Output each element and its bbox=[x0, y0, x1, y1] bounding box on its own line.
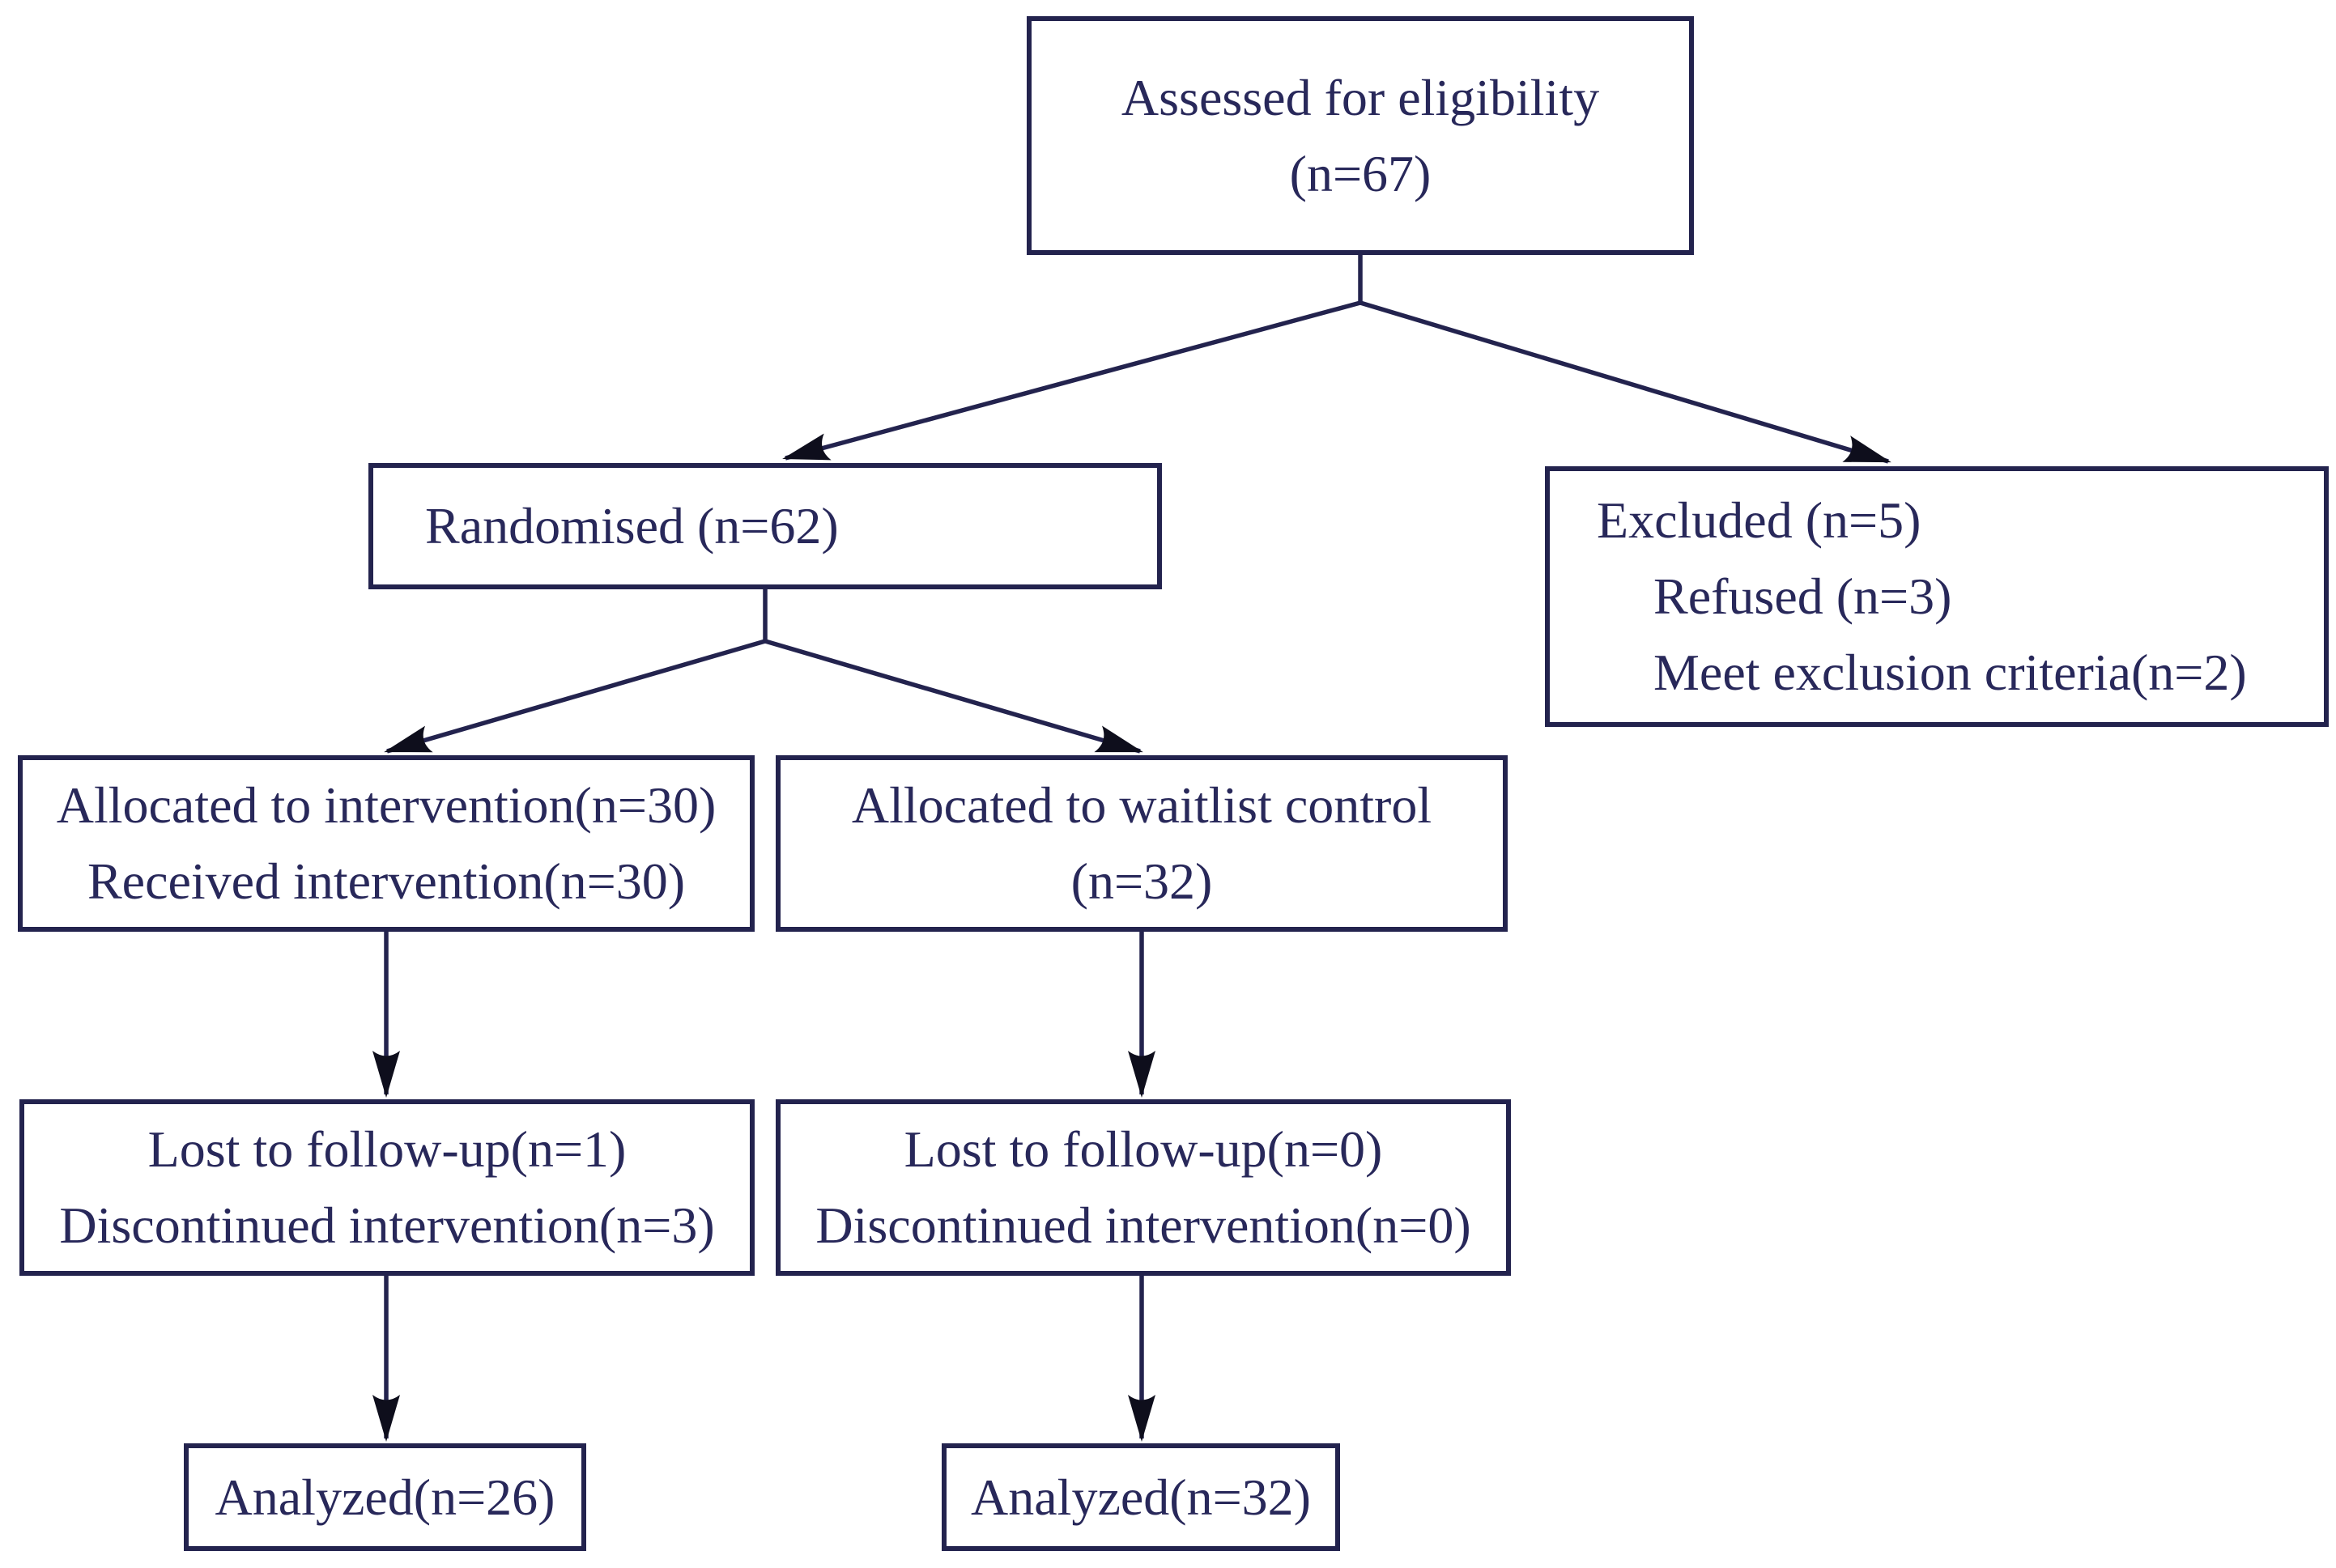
allocated-intervention-box: Allocated to intervention(n=30) Received… bbox=[18, 755, 755, 932]
connector-assessed-to-excluded bbox=[1359, 300, 1891, 464]
connector-assessed-to-randomised bbox=[782, 300, 1361, 461]
analyzed-waitlist-box: Analyzed(n=32) bbox=[942, 1443, 1340, 1551]
connector-randomised-to-intervention bbox=[384, 639, 766, 754]
assessed-for-eligibility-box: Assessed for eligibility (n=67) bbox=[1027, 16, 1694, 255]
lost-followup-intervention-box: Lost to follow-up(n=1) Discontinued inte… bbox=[19, 1099, 755, 1276]
randomised-label: Randomised (n=62) bbox=[425, 497, 839, 555]
discontinued-intervention-label: Discontinued intervention(n=3) bbox=[59, 1196, 715, 1254]
assessed-label: Assessed for eligibility bbox=[1121, 68, 1600, 126]
assessed-count: (n=67) bbox=[1289, 144, 1432, 202]
excluded-criteria-label: Meet exclusion criteria(n=2) bbox=[1653, 644, 2247, 701]
allocated-waitlist-label: Allocated to waitlist control bbox=[851, 776, 1432, 834]
analyzed-intervention-label: Analyzed(n=26) bbox=[215, 1468, 555, 1526]
allocated-waitlist-count: (n=32) bbox=[1070, 852, 1213, 910]
excluded-box: Excluded (n=5) Refused (n=3) Meet exclus… bbox=[1545, 466, 2329, 727]
randomised-box: Randomised (n=62) bbox=[368, 463, 1162, 589]
discontinued-waitlist-label: Discontinued intervention(n=0) bbox=[815, 1196, 1471, 1254]
connector-randomised-to-waitlist bbox=[764, 639, 1143, 754]
allocated-waitlist-box: Allocated to waitlist control (n=32) bbox=[776, 755, 1508, 932]
allocated-intervention-label: Allocated to intervention(n=30) bbox=[56, 776, 717, 834]
excluded-refused-label: Refused (n=3) bbox=[1653, 567, 1952, 625]
received-intervention-label: Received intervention(n=30) bbox=[87, 852, 686, 910]
lost-followup-waitlist-label: Lost to follow-up(n=0) bbox=[904, 1120, 1383, 1178]
analyzed-waitlist-label: Analyzed(n=32) bbox=[971, 1468, 1311, 1526]
excluded-label: Excluded (n=5) bbox=[1597, 491, 1921, 549]
analyzed-intervention-box: Analyzed(n=26) bbox=[184, 1443, 586, 1551]
lost-followup-intervention-label: Lost to follow-up(n=1) bbox=[147, 1120, 627, 1178]
lost-followup-waitlist-box: Lost to follow-up(n=0) Discontinued inte… bbox=[776, 1099, 1511, 1276]
